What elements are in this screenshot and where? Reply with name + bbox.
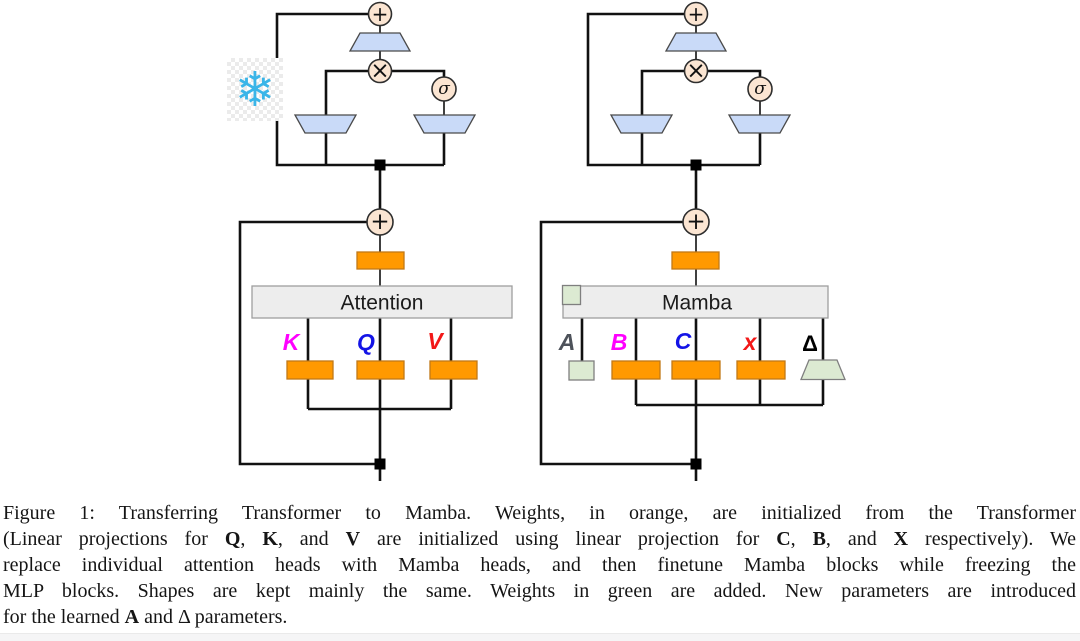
left-output-weight-rect — [356, 251, 405, 270]
left-upper-junction-node — [374, 159, 386, 171]
right-diagram: + × σ + Mamba A B C x Δ — [539, 1, 846, 481]
figure-caption: Figure 1: Transferring Transformer to Ma… — [0, 500, 1080, 630]
right-lower-junction-node — [690, 458, 702, 470]
left-attention-add-symbol: + — [370, 209, 389, 235]
right-mlp-multiply-node — [683, 58, 709, 84]
v-weight-rect — [429, 360, 478, 380]
delta-branch-label: Δ — [802, 331, 818, 356]
left-attention-wiring — [238, 220, 453, 481]
right-mlp-up-projection-trapezoid — [727, 114, 792, 134]
left-mlp-multiply-symbol: × — [370, 58, 389, 84]
c-weight-rect — [671, 360, 721, 380]
attention-block-label: Attention — [341, 292, 424, 315]
right-mlp-add-symbol: + — [688, 2, 705, 26]
right-sigma-activation-node — [747, 76, 773, 102]
right-sigma-symbol: σ — [754, 79, 766, 99]
left-sigma-symbol: σ — [438, 79, 450, 99]
right-mlp-gate-projection-trapezoid — [609, 114, 674, 134]
left-mlp-down-projection-trapezoid — [348, 32, 412, 52]
left-attention-residual-add-node — [366, 208, 394, 236]
right-mlp-thin-wiring — [695, 25, 761, 116]
left-mlp-thin-wiring — [379, 25, 445, 116]
v-branch-label: V — [427, 328, 444, 354]
caption-line-3: replace individual attention heads with … — [3, 554, 1076, 576]
right-output-weight-rect — [671, 251, 720, 270]
x-branch-label: x — [742, 329, 758, 355]
caption-line-5: for the learned A and Δ parameters. — [3, 606, 288, 628]
b-branch-label: B — [611, 329, 628, 355]
left-mlp-up-projection-trapezoid — [412, 114, 477, 134]
right-mlp-residual-add-node — [683, 1, 709, 27]
right-mlp-down-projection-trapezoid — [664, 32, 728, 52]
left-diagram: + × σ + Attention K Q V — [238, 1, 513, 481]
snowflake-frozen-icon: ❄ — [234, 61, 276, 118]
right-mamba-residual-add-node — [682, 208, 710, 236]
left-sigma-activation-node — [431, 76, 457, 102]
transparency-checkerboard: ❄ — [227, 58, 283, 121]
right-upper-junction-node — [690, 159, 702, 171]
left-mlp-gate-projection-trapezoid — [293, 114, 358, 134]
b-weight-rect — [611, 360, 661, 380]
left-mlp-multiply-node — [367, 58, 393, 84]
a-parameter-green-box — [568, 360, 595, 381]
figure-canvas: + × σ + Attention K Q V + × — [227, 1, 846, 481]
mamba-new-param-corner-square — [561, 284, 582, 306]
caption-line-1: Figure 1: Transferring Transformer to Ma… — [3, 502, 1076, 524]
caption-line-2: (Linear projections for Q, K, and V are … — [3, 528, 1077, 550]
right-mamba-add-symbol: + — [686, 209, 705, 235]
mamba-block-label: Mamba — [662, 292, 732, 315]
caption-line-4: MLP blocks. Shapes are kept mainly the s… — [3, 580, 1076, 602]
c-branch-label: C — [675, 328, 692, 354]
figure-diagram-svg: + × σ + Attention K Q V + × — [238, 1, 846, 481]
left-mlp-residual-add-node — [367, 1, 393, 27]
q-weight-rect — [356, 360, 405, 380]
a-branch-label: A — [558, 329, 576, 355]
q-branch-label: Q — [357, 329, 375, 355]
right-mlp-multiply-symbol: × — [686, 58, 705, 84]
delta-projection-green-trapezoid — [800, 359, 846, 381]
bottom-window-strip — [0, 633, 1080, 641]
attention-block-box — [251, 285, 513, 319]
k-branch-label: K — [283, 329, 301, 355]
x-weight-rect — [736, 360, 786, 380]
right-mlp-wiring — [586, 12, 762, 209]
k-weight-rect — [286, 360, 334, 380]
left-lower-junction-node — [374, 458, 386, 470]
left-mlp-add-symbol: + — [372, 2, 389, 26]
